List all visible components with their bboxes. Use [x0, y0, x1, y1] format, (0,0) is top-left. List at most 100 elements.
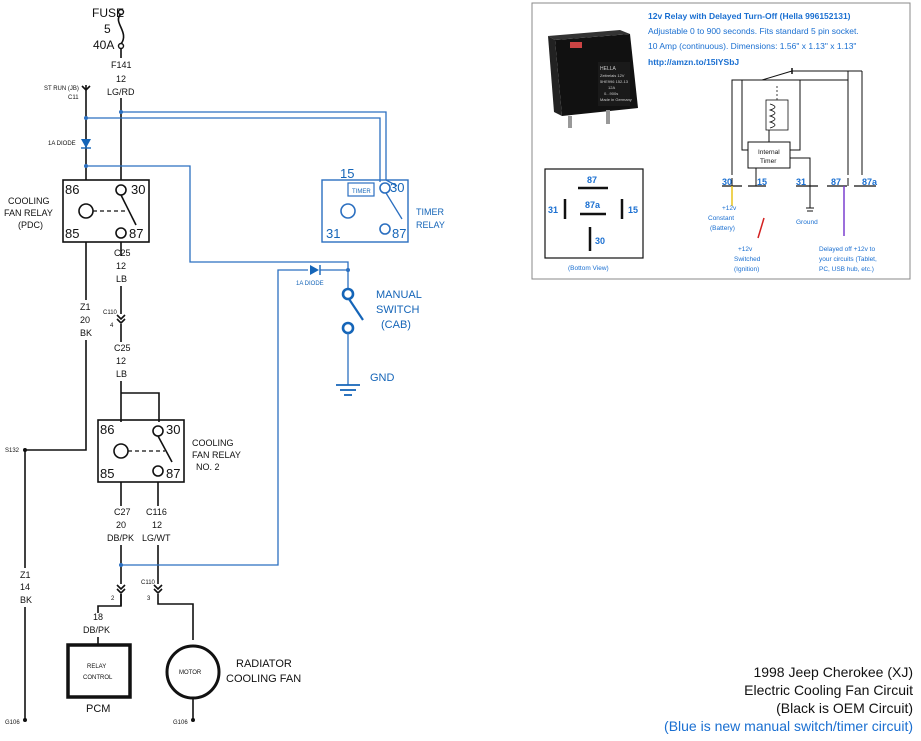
motor-box-label: MOTOR: [179, 670, 202, 676]
st-run-conn: C11: [68, 95, 79, 101]
wire-18-color: DB/PK: [83, 625, 110, 635]
note-switched-2: Switched: [734, 256, 761, 263]
relay2-label-2: FAN RELAY: [192, 450, 241, 460]
internal-schematic: Internal Timer: [722, 68, 876, 239]
photo-text-1: HELLA: [600, 66, 617, 72]
c110a-conn: C110: [103, 310, 118, 316]
wire-z1b-gauge: 14: [20, 582, 30, 592]
wire-z1a-color: BK: [80, 328, 92, 338]
wire-z1b-circuit: Z1: [20, 570, 31, 580]
manual-switch-label-2: SWITCH: [376, 304, 419, 316]
wire-c27-gauge: 20: [116, 520, 126, 530]
relay1-label-2: FAN RELAY: [4, 208, 53, 218]
timer-chip: [347, 182, 375, 197]
wire-c25a-circuit: C25: [114, 248, 131, 258]
fuse-number: 5: [104, 22, 111, 36]
internal-timer-label-2: Timer: [760, 158, 777, 165]
diode2-symbol: [310, 265, 319, 275]
legend-line-4: (Blue is new manual switch/timer circuit…: [664, 718, 913, 734]
photo-text-5: 0...900s: [604, 91, 618, 96]
note-constant-2: Constant: [708, 215, 734, 222]
timer-relay-pin87: 87: [392, 226, 406, 241]
relay2-pin30: 30: [166, 422, 180, 437]
g106b-label: G106: [173, 720, 188, 726]
photo-text-3: 5HE996 152-13: [600, 79, 629, 84]
product-line-2: 10 Amp (continuous). Dimensions: 1.56" x…: [648, 41, 856, 51]
timer-chip-label: TIMER: [352, 189, 371, 195]
internal-timer-label-1: Internal: [758, 149, 780, 156]
c110a-pin: 4: [110, 323, 114, 329]
relay-photo: HELLA Zeitrelais 12V 5HE996 152-13 12A 0…: [548, 30, 638, 128]
timer-relay-label-2: RELAY: [416, 220, 445, 230]
c110b-conn: C110: [141, 580, 156, 586]
g106a-label: G106: [5, 720, 20, 726]
wire-18-gauge: 18: [93, 612, 103, 622]
bv-pin30: 30: [595, 236, 605, 246]
legend-line-2: Electric Cooling Fan Circuit: [744, 682, 913, 698]
legend-line-1: 1998 Jeep Cherokee (XJ): [753, 664, 913, 680]
product-link[interactable]: http://amzn.to/15IYSbJ: [648, 57, 739, 67]
cooling-fan-relay-pdc: [62, 179, 150, 243]
bv-pin15: 15: [628, 205, 638, 215]
diode1-label: 1A DIODE: [48, 141, 76, 147]
fuse-amps: 40A: [93, 38, 114, 52]
cooling-fan-relay-2: [97, 419, 185, 483]
pcm-relay-control-box: [66, 643, 132, 699]
motor-label-1: RADIATOR: [236, 658, 292, 670]
manual-switch-top: [341, 287, 355, 301]
relay1-label-1: COOLING: [8, 196, 50, 206]
photo-text-6: Made in Germany: [600, 97, 632, 102]
pcm-label: PCM: [86, 703, 110, 715]
relay2-label-1: COOLING: [192, 438, 234, 448]
timer-relay-label-1: TIMER: [416, 207, 444, 217]
wire-c116-circuit: C116: [146, 507, 167, 517]
fuse-gauge: 12: [116, 74, 126, 84]
manual-switch-label-3: (CAB): [381, 319, 411, 331]
diode1-symbol: [81, 139, 91, 148]
bv-pin31: 31: [548, 205, 558, 215]
relay2-pin85: 85: [100, 466, 114, 481]
manual-switch-label-1: MANUAL: [376, 289, 422, 301]
relay2-pin86: 86: [100, 422, 114, 437]
wire-z1a-gauge: 20: [80, 315, 90, 325]
timer-relay-pin31: 31: [326, 226, 340, 241]
wire-c27-color: DB/PK: [107, 533, 134, 543]
diagram-legend: 1998 Jeep Cherokee (XJ) Electric Cooling…: [664, 663, 913, 735]
note-delayed-3: PC, USB hub, etc.): [819, 266, 874, 273]
sch-pin87: 87: [831, 177, 841, 187]
note-switched-1: +12v: [738, 246, 753, 253]
product-title: 12v Relay with Delayed Turn-Off (Hella 9…: [648, 11, 851, 21]
c110b-pin3: 3: [147, 596, 151, 602]
wire-c116-color: LG/WT: [142, 533, 171, 543]
fuse-title: FUSE: [92, 6, 124, 20]
bv-pin87a: 87a: [585, 200, 601, 210]
sch-pin87a: 87a: [862, 177, 878, 187]
note-delayed-2: your circuits (Tablet,: [819, 256, 877, 263]
legend-line-3: (Black is OEM Circuit): [776, 700, 913, 716]
note-constant-3: (Battery): [710, 225, 735, 232]
timer-relay-pin15: 15: [340, 166, 354, 181]
wire-z1b-color: BK: [20, 595, 32, 605]
diode2-label: 1A DIODE: [296, 281, 324, 287]
wire-c25a-gauge: 12: [116, 261, 126, 271]
relay1-pin30: 30: [131, 182, 145, 197]
timer-relay-pin30: 30: [390, 180, 404, 195]
wire-c25b-circuit: C25: [114, 343, 131, 353]
s132-label: S132: [5, 448, 20, 454]
fuse-circuit: F141: [111, 60, 132, 70]
note-ground: Ground: [796, 219, 818, 226]
note-constant-1: +12v: [722, 205, 737, 212]
relay2-pin87: 87: [166, 466, 180, 481]
ground-symbol: [336, 384, 360, 396]
manual-switch-bottom: [341, 321, 355, 335]
wire-c25b-gauge: 12: [116, 356, 126, 366]
sch-pin31: 31: [796, 177, 806, 187]
wire-c27-circuit: C27: [114, 507, 131, 517]
pcm-box-line1: RELAY: [87, 664, 106, 670]
wire-c25a-color: LB: [116, 274, 127, 284]
sch-pin30: 30: [722, 177, 732, 187]
bottom-view-label: (Bottom View): [568, 265, 609, 272]
c110b-pin2: 2: [111, 596, 115, 602]
wire-c25b-color: LB: [116, 369, 127, 379]
